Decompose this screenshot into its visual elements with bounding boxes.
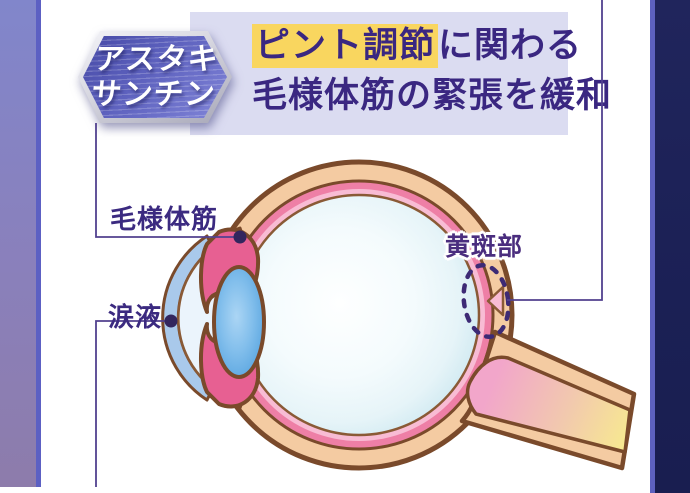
headline-box: ピント調節に関わる 毛様体筋の緊張を緩和 [190, 12, 613, 135]
ciliary-muscle-label: 毛様体筋 [110, 204, 219, 234]
macula-dashed-ellipse [461, 262, 511, 340]
left-accent-line [36, 0, 41, 487]
astaxanthin-badge: アスタキ サンチン [78, 31, 232, 123]
ciliary-pointer-dot [233, 230, 247, 244]
tear-fluid-label: 涙液 [108, 302, 163, 332]
crystalline-lens [212, 265, 266, 379]
headline-line1: ピント調節に関わる [252, 21, 581, 71]
left-gradient-strip [0, 0, 36, 487]
vitreous-body [237, 193, 481, 437]
eyeball [203, 159, 515, 471]
tear-connector-line [95, 320, 171, 487]
anterior-segment [161, 226, 266, 410]
macula-notch [486, 285, 505, 317]
macula-label: 黄斑部 [445, 233, 524, 261]
tear-pointer-dot [164, 314, 178, 328]
optic-nerve [459, 329, 637, 471]
right-navy-strip [655, 0, 690, 493]
headline-highlight: ピント調節 [252, 24, 439, 68]
ciliary-connector-line [95, 123, 240, 238]
right-accent-line [650, 0, 655, 493]
optic-nerve-core [465, 355, 632, 454]
connector-lines [95, 0, 603, 487]
macula-connector-line [507, 0, 603, 301]
headline-text: ピント調節に関わる 毛様体筋の緊張を緩和 [252, 21, 613, 121]
headline-line2: 毛様体筋の緊張を緩和 [252, 76, 613, 115]
badge-purple-face [83, 36, 227, 118]
headline-line1-rest: に関わる [438, 26, 583, 65]
